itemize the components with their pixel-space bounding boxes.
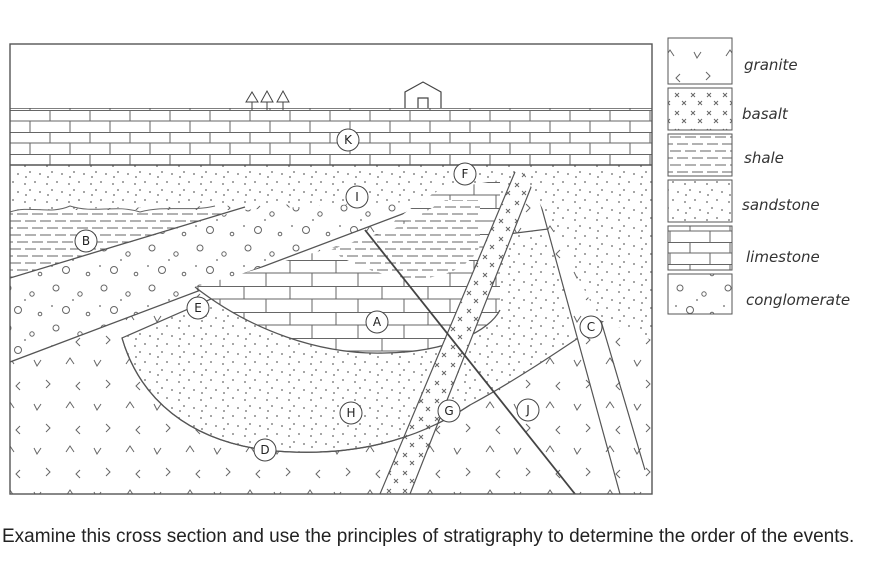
svg-text:H: H: [346, 406, 355, 420]
svg-text:limestone: limestone: [746, 248, 820, 266]
house-icon: [404, 81, 442, 108]
svg-text:G: G: [444, 404, 453, 418]
label-k: K: [336, 128, 360, 152]
label-j: J: [516, 398, 540, 422]
trees-icon: [245, 89, 290, 110]
label-d: D: [253, 438, 277, 462]
svg-text:A: A: [373, 315, 382, 329]
svg-text:shale: shale: [744, 149, 784, 167]
legend-item-basalt: basalt: [667, 87, 789, 131]
svg-text:B: B: [82, 234, 90, 248]
svg-text:I: I: [355, 190, 359, 204]
legend-item-shale: shale: [667, 133, 784, 177]
svg-text:conglomerate: conglomerate: [746, 291, 850, 309]
svg-text:K: K: [344, 133, 353, 147]
svg-text:F: F: [462, 167, 469, 181]
label-e: E: [186, 296, 210, 320]
fault-line: [364, 229, 576, 494]
section-frame: [9, 43, 653, 495]
label-c: C: [579, 315, 603, 339]
legend-item-limestone: limestone: [667, 225, 820, 271]
label-a: A: [365, 310, 389, 334]
question-caption: Examine this cross section and use the p…: [2, 526, 855, 547]
svg-text:C: C: [587, 320, 595, 334]
cross-section-diagram: K I F B E A C H G J D granite basalt sha…: [9, 37, 850, 495]
legend-item-conglomerate: conglomerate: [667, 273, 850, 315]
label-h: H: [339, 401, 363, 425]
legend-item-granite: granite: [667, 37, 798, 85]
label-g: G: [437, 399, 461, 423]
label-b: B: [74, 229, 98, 253]
legend: granite basalt shale sandstone limestone…: [667, 37, 850, 315]
svg-text:granite: granite: [744, 56, 798, 74]
svg-text:sandstone: sandstone: [742, 196, 820, 214]
svg-text:basalt: basalt: [742, 105, 789, 123]
unit-labels: K I F B E A C H G J D: [74, 128, 603, 462]
legend-item-sandstone: sandstone: [667, 179, 820, 223]
label-i: I: [345, 185, 369, 209]
cross-section: K I F B E A C H G J D: [9, 43, 653, 495]
svg-text:J: J: [525, 403, 530, 417]
svg-text:E: E: [194, 301, 202, 315]
svg-text:D: D: [260, 443, 269, 457]
label-f: F: [453, 162, 477, 186]
